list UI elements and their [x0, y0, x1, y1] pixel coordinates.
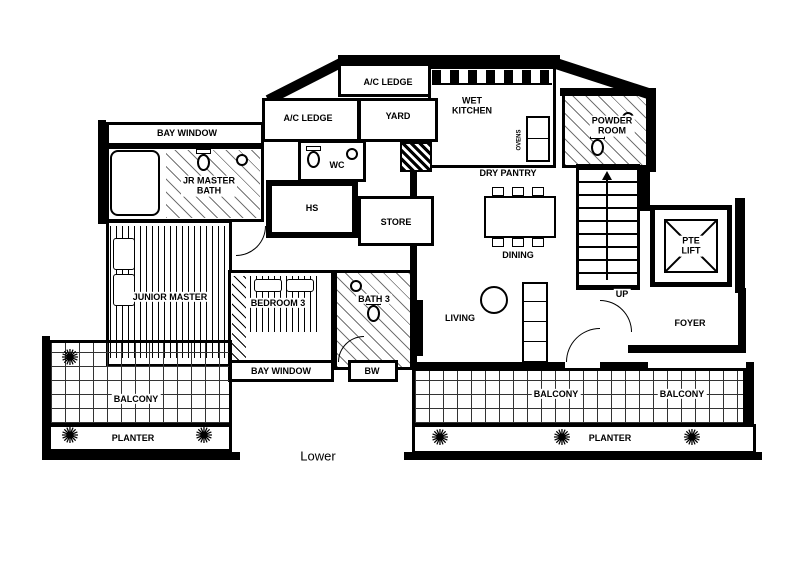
label-store: STORE — [380, 216, 412, 227]
toilet-icon — [367, 305, 380, 322]
door-arc — [566, 328, 600, 362]
dining-chair — [512, 187, 524, 196]
label-bay-window-top: BAY WINDOW — [156, 127, 218, 138]
bathtub-icon — [110, 150, 160, 216]
wall-foyer-right — [738, 288, 746, 353]
label-ac-ledge-left: A/C LEDGE — [283, 112, 333, 123]
pillow — [286, 279, 314, 292]
label-yard: YARD — [385, 110, 411, 121]
dining-chair — [512, 238, 524, 247]
label-lower: Lower — [300, 448, 336, 464]
wall-planter-left-bottom — [42, 452, 240, 460]
label-powder-room: POWDER ROOM — [589, 115, 635, 137]
dining-chair — [492, 238, 504, 247]
label-wc: WC — [329, 159, 345, 170]
room-pte-lift — [650, 205, 732, 287]
dining-chair — [532, 238, 544, 247]
coffee-table — [480, 286, 508, 314]
sink-icon — [350, 280, 362, 292]
toilet-icon — [196, 149, 211, 154]
room-hs — [266, 180, 358, 238]
room-yard — [358, 98, 438, 142]
up-arrow — [606, 180, 608, 280]
wall-planter-right-bottom — [404, 452, 762, 460]
label-balcony-left: BALCONY — [111, 393, 161, 405]
room-store — [358, 196, 434, 246]
toilet-icon — [306, 146, 321, 151]
room-bw — [348, 360, 398, 382]
dining-chair — [492, 187, 504, 196]
label-living: LIVING — [444, 312, 476, 323]
planter-right — [412, 424, 756, 454]
sofa — [522, 282, 548, 364]
dining-chair — [532, 187, 544, 196]
wall-living-bottom-a — [410, 362, 565, 370]
label-dry-pantry: DRY PANTRY — [479, 167, 537, 178]
label-bath3: BATH 3 — [356, 293, 392, 305]
label-balcony-right: BALCONY — [531, 388, 581, 400]
label-bedroom3: BEDROOM 3 — [248, 297, 308, 309]
kitchen-island — [400, 142, 432, 172]
wall-balcony-right-side — [746, 362, 754, 457]
palm-icon: ✺ — [60, 423, 80, 448]
pillow — [113, 238, 135, 270]
room-bay-window-top — [106, 122, 264, 146]
room-ac-ledge-left — [262, 98, 360, 142]
tv-console — [417, 300, 423, 356]
label-pte-lift: PTE LIFT — [679, 235, 703, 257]
toilet-icon — [591, 139, 604, 156]
sink-icon — [346, 148, 358, 160]
oven-divider — [527, 138, 549, 139]
label-bay-window-bottom: BAY WINDOW — [250, 365, 312, 376]
oven-stack — [526, 116, 550, 162]
pillow — [113, 274, 135, 306]
label-foyer: FOYER — [674, 317, 706, 328]
label-hs: HS — [305, 202, 319, 213]
dining-table — [484, 196, 556, 238]
door-arc — [600, 300, 632, 332]
palm-icon: ✺ — [60, 345, 80, 370]
wall-living-left — [410, 164, 417, 370]
toilet-icon — [307, 151, 320, 168]
label-planter-left: PLANTER — [111, 432, 155, 443]
wall-foyer-bottom — [628, 345, 746, 353]
palm-icon: ✺ — [552, 425, 572, 450]
label-up: UP — [613, 288, 631, 300]
planter-left — [48, 424, 232, 452]
label-junior-master: JUNIOR MASTER — [130, 291, 210, 303]
label-jr-master-bath: JR MASTER BATH — [180, 175, 238, 197]
label-ovens: OVENS — [516, 129, 523, 151]
wall-left-exterior — [98, 120, 106, 224]
palm-icon: ✺ — [194, 423, 214, 448]
wall-stair-right — [640, 165, 650, 211]
toilet-icon — [197, 154, 210, 171]
label-balcony-right-2: BALCONY — [657, 388, 707, 400]
up-arrow-head-icon — [602, 171, 612, 180]
sink-icon — [236, 154, 248, 166]
label-ac-ledge-top: A/C LEDGE — [363, 76, 413, 87]
wall-planter-left-side — [42, 336, 50, 458]
door-arc — [236, 226, 266, 256]
staircase — [576, 164, 640, 290]
label-bw: BW — [364, 365, 380, 376]
kitchen-counter — [432, 70, 552, 85]
wall-right-exterior — [735, 198, 745, 293]
label-wet-kitchen: WET KITCHEN — [450, 95, 494, 117]
palm-icon: ✺ — [682, 425, 702, 450]
label-planter-right: PLANTER — [588, 432, 632, 443]
room-ac-ledge-top — [338, 63, 438, 97]
wardrobe-bedroom3 — [232, 276, 246, 364]
wall-living-bottom-b — [600, 362, 648, 370]
label-dining: DINING — [502, 249, 534, 260]
palm-icon: ✺ — [430, 425, 450, 450]
pillow — [254, 279, 282, 292]
